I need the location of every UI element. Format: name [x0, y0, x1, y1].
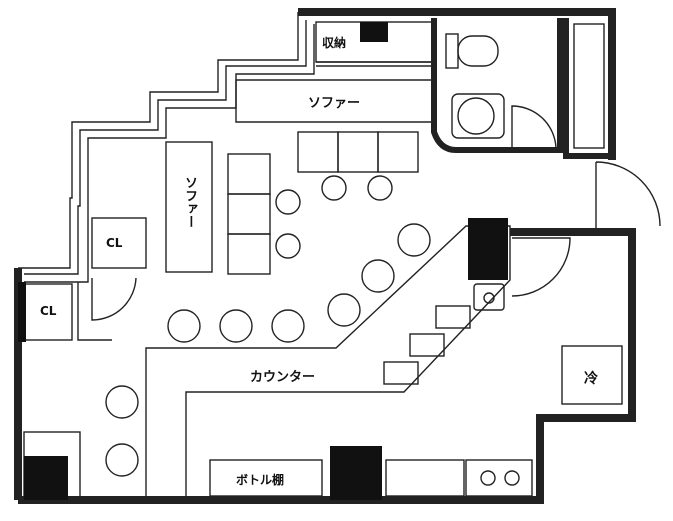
- sink: [473, 283, 505, 311]
- washbasin: [451, 93, 505, 139]
- stool: [275, 233, 301, 259]
- closet-upper-label: CL: [106, 236, 123, 250]
- bottle-shelf-label: ボトル棚: [236, 473, 285, 487]
- toilet-door-swing: [511, 105, 557, 149]
- washbasin-bowl: [457, 97, 495, 135]
- kitchen-door-swing: [511, 237, 571, 297]
- storage-label: 収納: [322, 36, 347, 50]
- utility-shelf: [573, 23, 605, 149]
- stepped-wall-mid: [24, 20, 307, 275]
- stool: [397, 223, 431, 257]
- burner: [504, 470, 520, 486]
- closet-upper-box: [91, 217, 147, 269]
- stool: [219, 309, 253, 343]
- stove: [465, 459, 533, 497]
- sofa-left-cushion-2: [227, 193, 271, 235]
- column-counter: [468, 218, 508, 280]
- stool: [271, 309, 305, 343]
- burner: [480, 470, 496, 486]
- toilet-room-wall: [431, 18, 563, 153]
- outer-wall-bottom: [18, 228, 636, 504]
- fridge-label: 冷: [584, 371, 598, 387]
- column-bottom: [330, 446, 382, 500]
- column-left: [24, 456, 68, 500]
- walls-group: [14, 8, 661, 504]
- counter-appliance-2: [409, 333, 445, 357]
- solid-blocks: [18, 22, 508, 500]
- stool: [105, 443, 139, 477]
- counter-outline: [145, 225, 511, 500]
- wall-stub-left: [18, 282, 26, 342]
- outer-wall-top-right: [298, 8, 616, 160]
- stool: [105, 385, 139, 419]
- stool: [361, 259, 395, 293]
- counter-appliance-1: [435, 305, 471, 329]
- stool: [321, 175, 347, 201]
- closet-door-swing: [91, 277, 137, 321]
- stool: [167, 309, 201, 343]
- sofa-top-cushion-2: [337, 131, 379, 173]
- counter-appliance-3: [383, 361, 419, 385]
- sink-drain: [483, 292, 495, 304]
- sofa-left-label: ソファー: [182, 176, 197, 228]
- closet-door-swing-2: [77, 282, 112, 341]
- bottle-shelf-box: [209, 459, 323, 497]
- sofa-left-band: [165, 141, 213, 273]
- stool: [327, 293, 361, 327]
- sofa-top-cushion-3: [377, 131, 419, 173]
- toilet-bowl: [457, 35, 499, 67]
- sofa-left-cushion-1: [227, 153, 271, 195]
- sofa-top-cushion-1: [297, 131, 339, 173]
- stepped-wall-outer: [18, 12, 299, 269]
- entrance-door-swing: [595, 161, 661, 230]
- cabinet-box: [385, 459, 465, 497]
- toilet-tank: [445, 33, 459, 69]
- counter-label: カウンター: [250, 370, 316, 385]
- column-storage: [360, 22, 388, 42]
- utility-room-wall: [563, 18, 612, 159]
- fridge-box: [561, 345, 623, 405]
- stepped-wall-inner: [24, 24, 315, 283]
- sofa-top-label: ソファー: [308, 96, 361, 111]
- stool: [367, 175, 393, 201]
- closet-lower-label: CL: [40, 304, 57, 318]
- sofa-left-cushion-3: [227, 233, 271, 275]
- stool: [275, 189, 301, 215]
